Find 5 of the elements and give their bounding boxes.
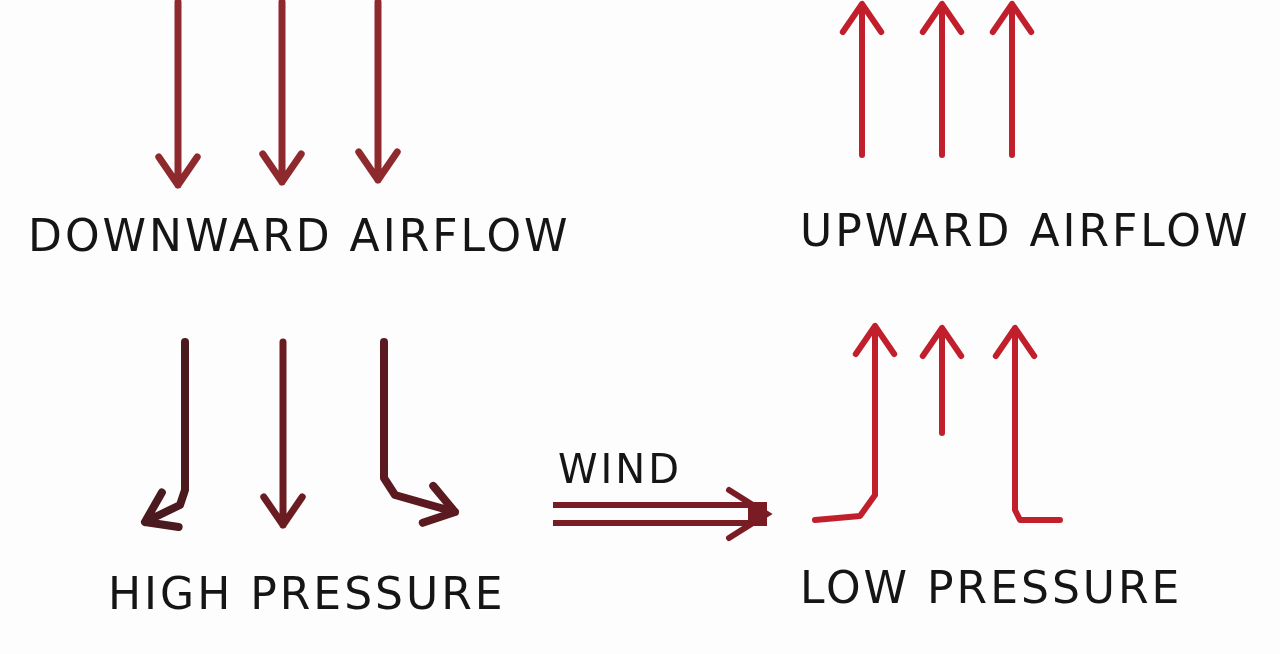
double-line-arrow: [553, 487, 770, 541]
caption-text: DOWNWARD AIRFLOW: [28, 210, 571, 261]
pressure-label: LOW PRESSURE: [800, 562, 1183, 613]
caption-text: UPWARD AIRFLOW: [800, 205, 1251, 256]
pressure-label: HIGH PRESSURE: [108, 568, 506, 619]
